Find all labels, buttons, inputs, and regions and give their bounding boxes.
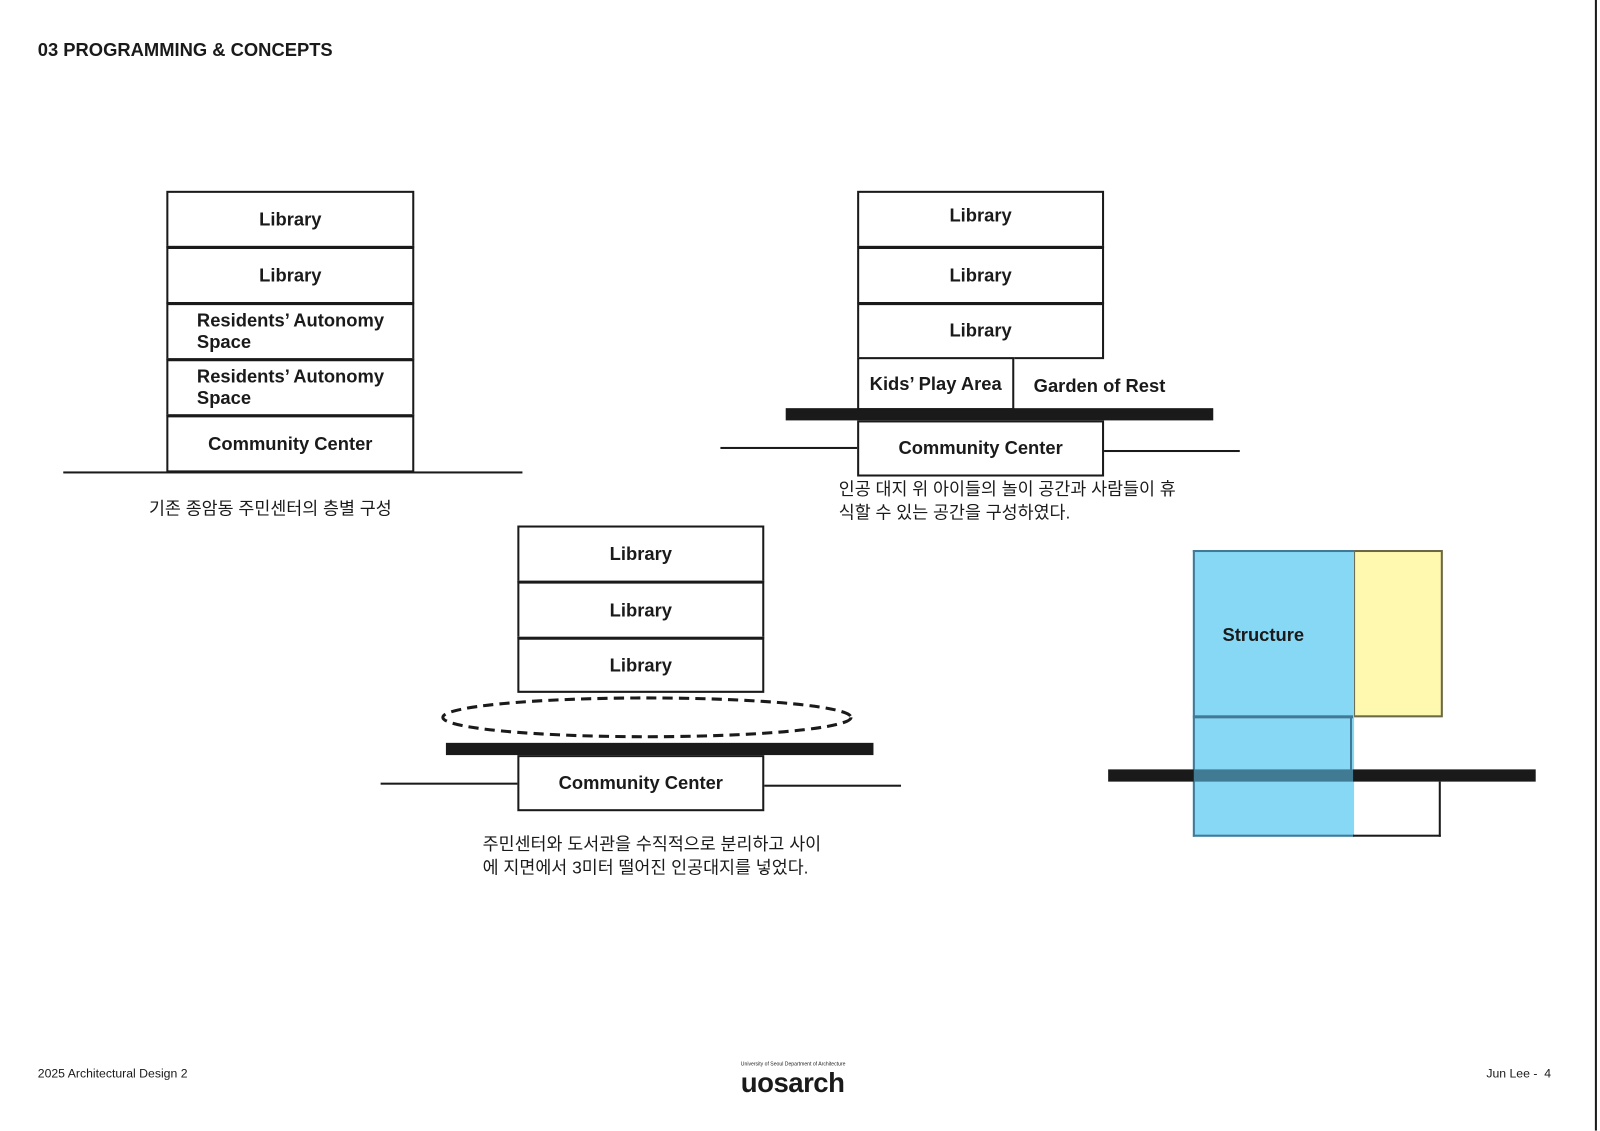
caption-line-2: 에 지면에서 3미터 떨어진 인공대지를 넣었다. (482, 858, 809, 878)
floor-community-center: Community Center (857, 420, 1105, 477)
ground-line-right (1104, 449, 1240, 453)
floor-community-center: Community Center (166, 414, 415, 473)
slab-right (1353, 769, 1536, 782)
basement-box (1353, 781, 1441, 837)
slab-overlap (1193, 769, 1354, 782)
structure-volume (1192, 549, 1355, 837)
floor-library-3: Library (517, 636, 765, 693)
floor-library-2: Library (517, 580, 765, 639)
page-title: 03 PROGRAMMING & CONCEPTS (37, 39, 333, 61)
footer-logo: University of Seoul Department of Archit… (741, 1061, 874, 1098)
caption-line-2: 식할 수 있는 공간을 구성하였다. (838, 503, 1071, 523)
floor-library-2: Library (166, 245, 415, 305)
structure-divider (1192, 715, 1354, 719)
floor-residents-1: Residents’ Autonomy Space (166, 302, 415, 361)
void-ellipse (441, 696, 853, 739)
lower-box-outline (1349, 717, 1353, 771)
logo-subtitle: University of Seoul Department of Archit… (740, 1061, 846, 1068)
footer-course: 2025 Architectural Design 2 (37, 1066, 188, 1081)
floor-library-2: Library (857, 245, 1105, 305)
garden-of-rest-label: Garden of Rest (1033, 375, 1166, 396)
ground-line-right (764, 784, 902, 787)
yellow-volume (1353, 549, 1443, 718)
floor-library-1: Library (517, 525, 765, 583)
floor-residents-2: Residents’ Autonomy Space (166, 358, 415, 417)
right-edge-line (1594, 0, 1597, 1131)
floor-community-center: Community Center (517, 755, 765, 812)
ground-line (63, 471, 523, 474)
floor-library-3: Library (857, 302, 1105, 360)
logo-wordmark: uosarch (740, 1067, 845, 1098)
slab-left (1108, 769, 1194, 782)
caption-line-1: 인공 대지 위 아이들의 놀이 공간과 사람들이 휴 (838, 479, 1176, 499)
floor-library-1: Library (166, 190, 415, 248)
ground-line-left (720, 446, 858, 449)
footer-author-page: Jun Lee - 4 (1486, 1066, 1552, 1081)
floor-library-1: Library (857, 190, 1105, 248)
caption-line-1: 주민센터와 도서관을 수직적으로 분리하고 사이 (482, 834, 822, 855)
artificial-ground-slab (785, 408, 1214, 421)
structure-label: Structure (1222, 624, 1305, 645)
caption: 기존 종암동 주민센터의 층별 구성 (148, 498, 392, 519)
ground-line-left (380, 782, 518, 785)
artificial-ground-slab (445, 742, 874, 756)
kids-play-area: Kids’ Play Area (857, 357, 1015, 411)
